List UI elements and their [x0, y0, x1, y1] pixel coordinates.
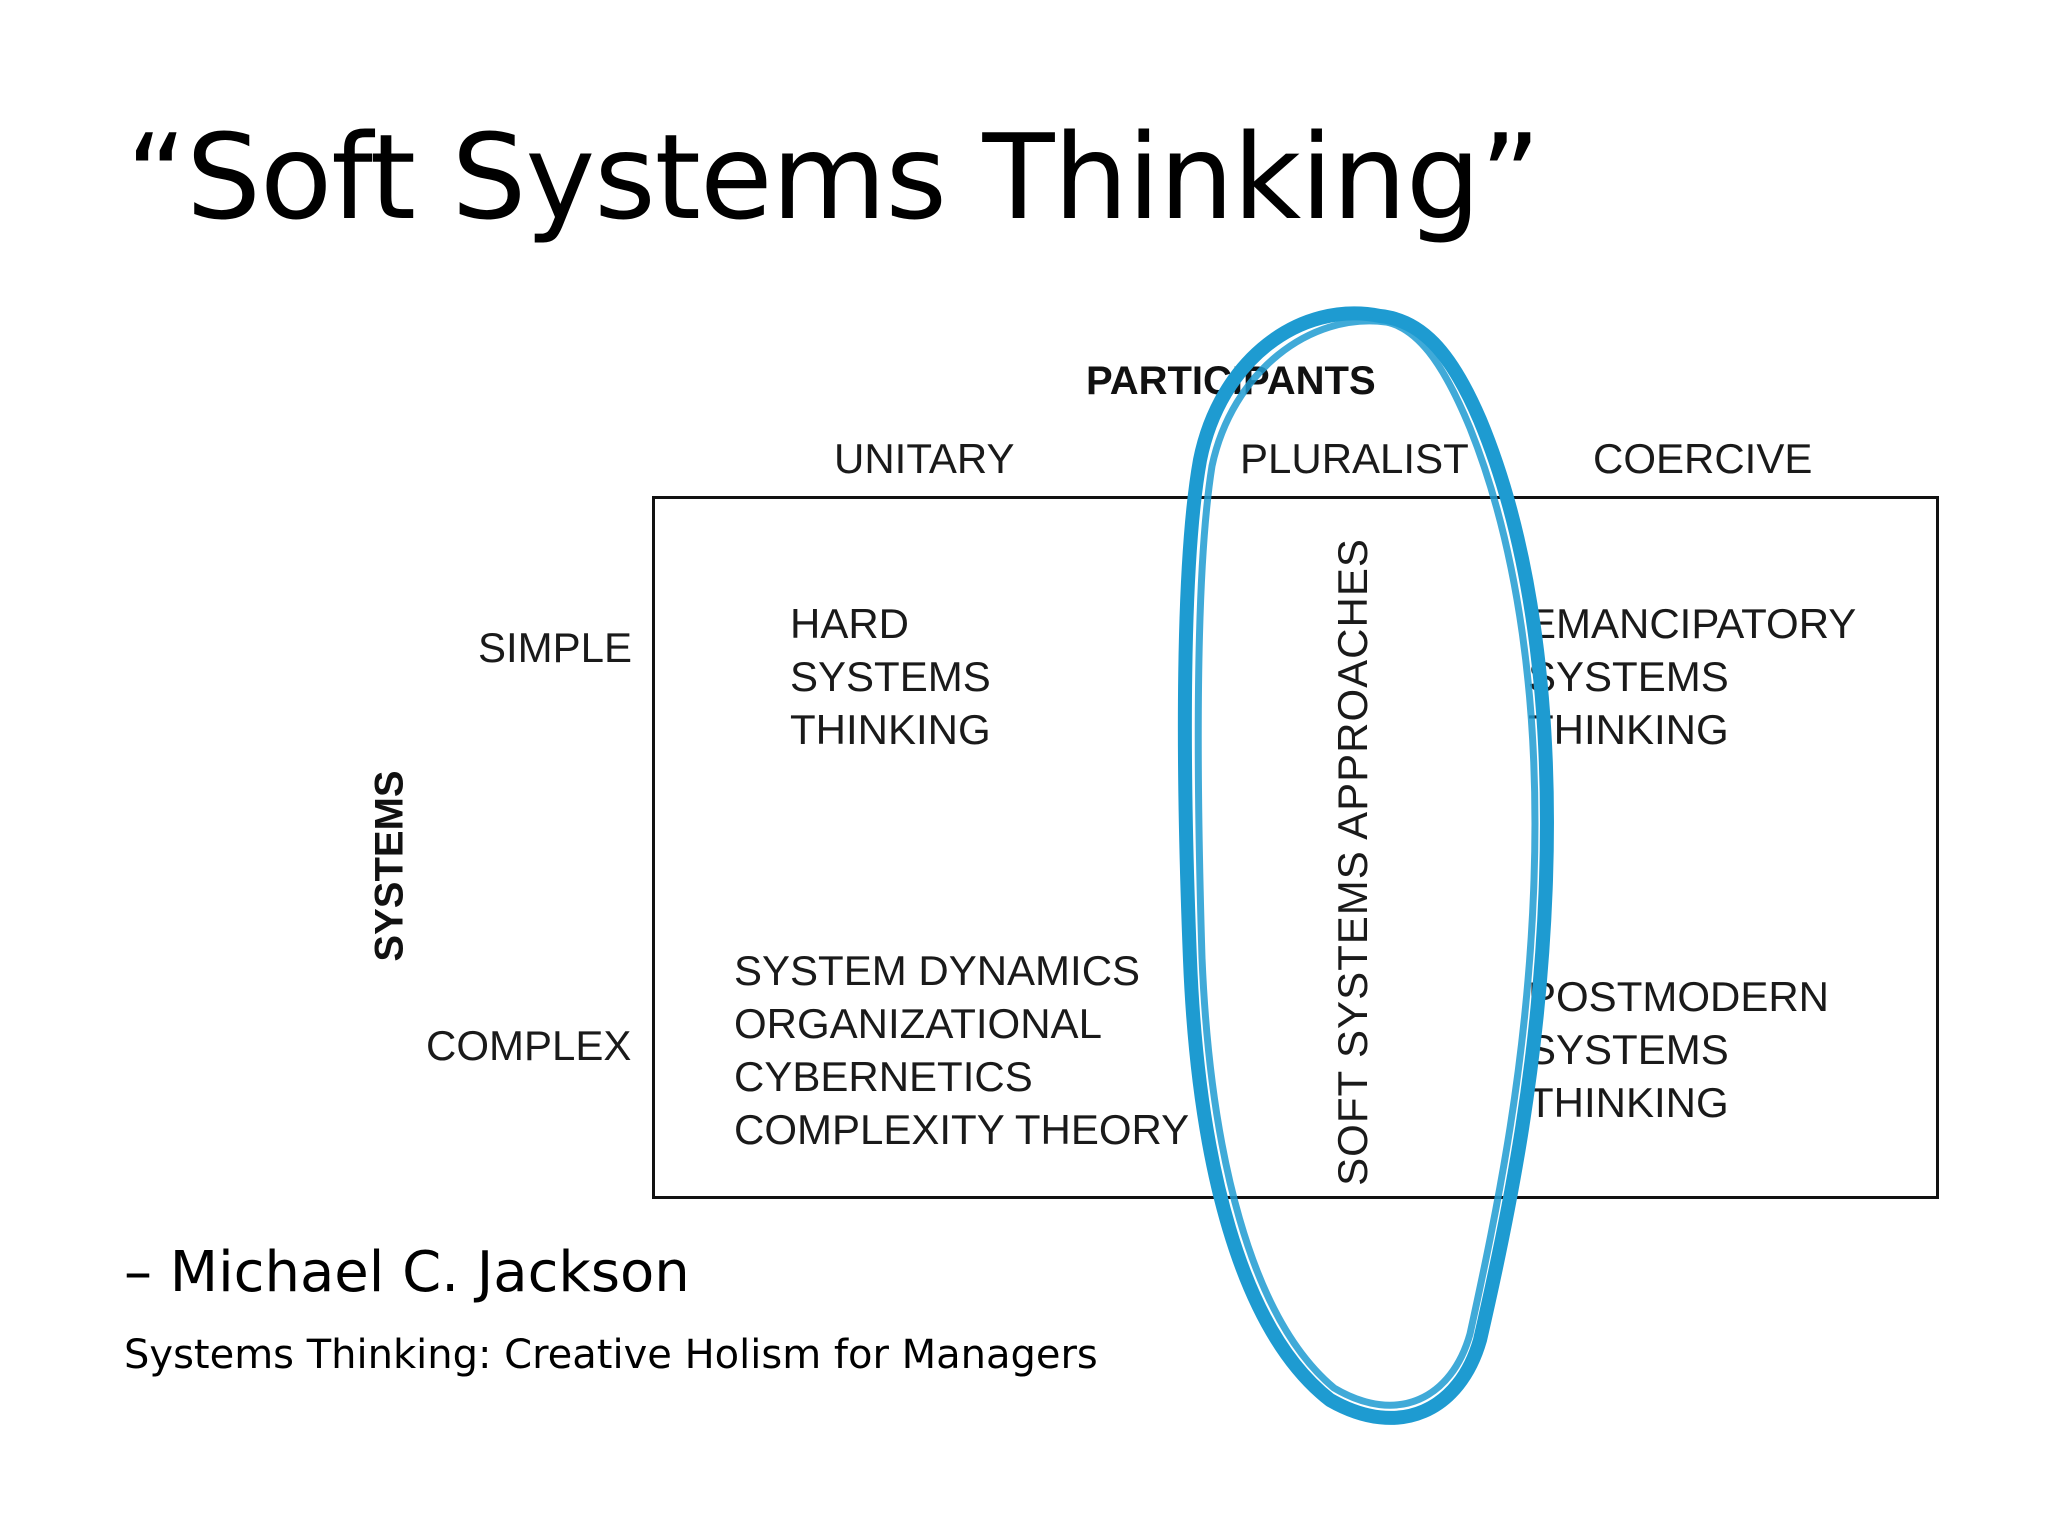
cell-line: THINKING [1528, 706, 1729, 753]
column-label-unitary: UNITARY [834, 435, 1015, 482]
cell-postmodern-systems-thinking: POSTMODERN SYSTEMS THINKING [1528, 970, 1829, 1129]
cell-line: EMANCIPATORY [1528, 600, 1857, 647]
cell-hard-systems-thinking: HARD SYSTEMS THINKING [790, 597, 991, 756]
cell-line: THINKING [790, 706, 991, 753]
cell-line: POSTMODERN [1528, 973, 1830, 1020]
cell-line: SYSTEMS [1528, 1026, 1729, 1073]
cell-complex-unitary-methods: SYSTEM DYNAMICS ORGANIZATIONAL CYBERNETI… [734, 944, 1189, 1156]
cell-line: SYSTEMS [790, 653, 991, 700]
participants-axis-label: PARTICIPANTS [1086, 359, 1376, 403]
cell-emancipatory-systems-thinking: EMANCIPATORY SYSTEMS THINKING [1528, 597, 1856, 756]
cell-line: SYSTEM DYNAMICS [734, 947, 1141, 994]
slide-title: “Soft Systems Thinking” [126, 108, 1541, 246]
column-label-coercive: COERCIVE [1593, 435, 1813, 482]
row-label-simple: SIMPLE [478, 624, 633, 671]
cell-line: THINKING [1528, 1079, 1729, 1126]
cell-line: COMPLEXITY THEORY [734, 1106, 1190, 1153]
column-label-pluralist: PLURALIST [1240, 435, 1469, 482]
book-title: Systems Thinking: Creative Holism for Ma… [124, 1332, 1098, 1378]
cell-line: CYBERNETICS [734, 1053, 1033, 1100]
cell-line: ORGANIZATIONAL [734, 1000, 1102, 1047]
quote-author: – Michael C. Jackson [124, 1240, 690, 1305]
cell-line: HARD [790, 600, 910, 647]
cell-soft-systems-approaches: SOFT SYSTEMS APPROACHES [1329, 538, 1376, 1186]
cell-line: SYSTEMS [1528, 653, 1729, 700]
row-label-complex: COMPLEX [426, 1022, 632, 1069]
systems-axis-label: SYSTEMS [367, 770, 412, 962]
